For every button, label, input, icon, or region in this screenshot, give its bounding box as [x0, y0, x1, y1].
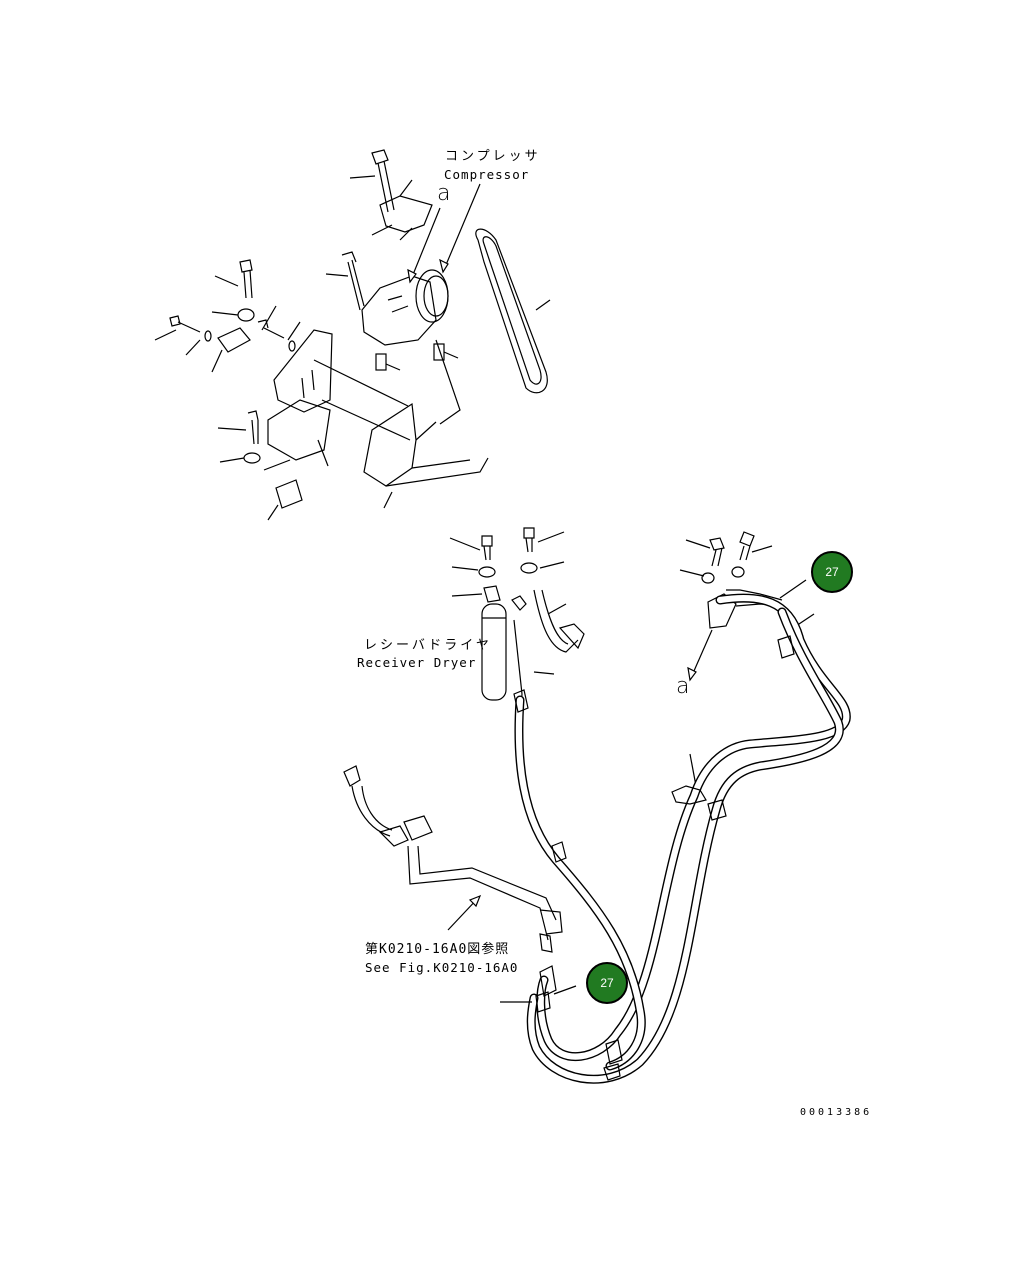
see-fig-label-en: See Fig.K0210-16A0: [365, 960, 519, 975]
view-ref-a-bottom: a: [676, 674, 690, 699]
compressor-label-jp: コンプレッサ: [445, 149, 541, 164]
hoses: [513, 593, 851, 1084]
right-fittings: [687, 531, 783, 682]
receiver-dryer-assembly: [478, 527, 585, 761]
leader-lines-right: [679, 539, 815, 787]
compressor-assembly: [169, 149, 548, 509]
callout-badge-label: 27: [825, 565, 839, 579]
leader-lines-lower: [500, 985, 577, 1003]
drawing-number: 00013386: [800, 1107, 873, 1118]
leader-lines-middle: [449, 531, 567, 675]
see-fig-label-jp: 第K0210-16A0図参照: [365, 942, 510, 957]
callout-badge-label: 27: [600, 976, 614, 990]
receiver-dryer-label-en: Receiver Dryer: [357, 655, 477, 670]
wire-harness: [343, 765, 563, 953]
callout-badge-27-bottom: 27: [586, 962, 628, 1004]
leader-lines-upper: [154, 175, 551, 521]
callout-badge-27-top: 27: [811, 551, 853, 593]
receiver-dryer-label-jp: レシーバドライヤ: [364, 638, 492, 653]
compressor-label-en: Compressor: [444, 167, 530, 182]
view-ref-a-top: a: [437, 181, 451, 206]
